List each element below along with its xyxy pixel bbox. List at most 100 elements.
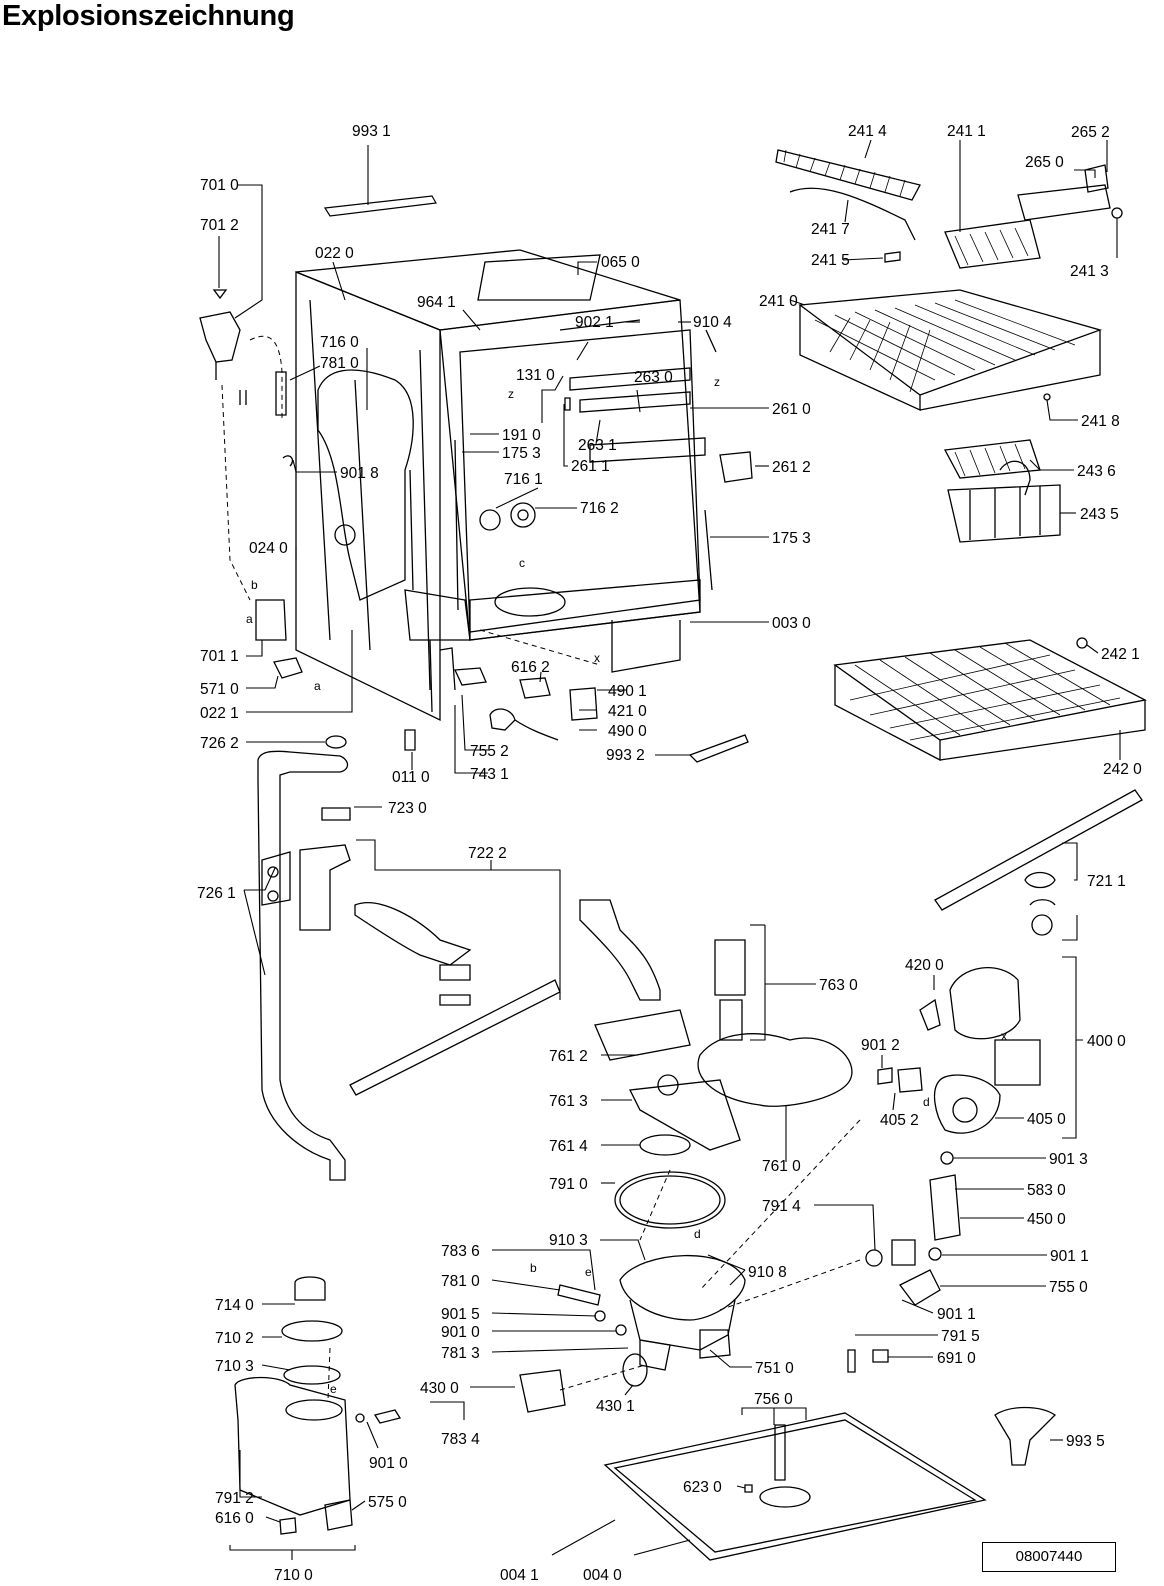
part-label: 993 1 xyxy=(352,123,391,140)
part-label: 721 1 xyxy=(1087,873,1126,890)
part-label: 241 5 xyxy=(811,252,850,269)
part-label: 901 1 xyxy=(1050,1248,1089,1265)
part-label: 701 2 xyxy=(200,217,239,234)
part-label: 726 2 xyxy=(200,735,239,752)
part-label: 761 2 xyxy=(549,1048,588,1065)
part-labels: 993 1 701 0 701 2 022 0 065 0 964 1 902 … xyxy=(197,123,1142,1584)
top-plate-drawing xyxy=(323,195,437,217)
part-label: 450 0 xyxy=(1027,1211,1066,1228)
circulation-pump-drawing xyxy=(865,967,1041,1306)
part-label: 901 0 xyxy=(441,1324,480,1341)
upper-basket-drawing xyxy=(775,149,1123,412)
part-label: 791 2 xyxy=(215,1490,254,1507)
part-label: 242 1 xyxy=(1101,646,1140,663)
part-label: 261 0 xyxy=(772,401,811,418)
connection-markers: z z x c a a b b d d e e x xyxy=(246,375,1007,1396)
part-label: 583 0 xyxy=(1027,1182,1066,1199)
part-label: 714 0 xyxy=(215,1297,254,1314)
part-label: 751 0 xyxy=(755,1360,794,1377)
part-label: 420 0 xyxy=(905,957,944,974)
part-label: 490 1 xyxy=(608,683,647,700)
leader-lines xyxy=(218,139,1121,1560)
part-label: 901 8 xyxy=(340,465,379,482)
part-label: 783 4 xyxy=(441,1431,480,1448)
marker-label: c xyxy=(519,556,525,570)
part-label: 710 2 xyxy=(215,1330,254,1347)
part-label: 263 0 xyxy=(634,369,673,386)
part-label: 022 0 xyxy=(315,245,354,262)
part-label: 265 2 xyxy=(1071,124,1110,141)
part-label: 993 5 xyxy=(1066,1433,1105,1450)
part-label: 616 0 xyxy=(215,1510,254,1527)
part-label: 993 2 xyxy=(606,747,645,764)
part-label: 910 8 xyxy=(748,1264,787,1281)
filter-drawing xyxy=(579,899,853,1229)
marker-label: a xyxy=(246,612,253,626)
part-label: 400 0 xyxy=(1087,1033,1126,1050)
tub-drawing xyxy=(295,249,753,722)
part-label: 701 1 xyxy=(200,648,239,665)
part-label: 726 1 xyxy=(197,885,236,902)
part-label: 242 0 xyxy=(1103,761,1142,778)
marker-label: a xyxy=(314,679,321,693)
part-label: 781 0 xyxy=(320,355,359,372)
part-label: 405 2 xyxy=(880,1112,919,1129)
part-label: 241 8 xyxy=(1081,413,1120,430)
cutlery-basket-drawing xyxy=(943,439,1061,543)
part-label: 964 1 xyxy=(417,294,456,311)
part-label: 265 0 xyxy=(1025,154,1064,171)
part-label: 701 0 xyxy=(200,177,239,194)
part-label: 791 0 xyxy=(549,1176,588,1193)
part-label: 261 1 xyxy=(571,458,610,475)
part-label: 902 1 xyxy=(575,314,614,331)
part-label: 901 1 xyxy=(937,1306,976,1323)
part-label: 243 5 xyxy=(1080,506,1119,523)
left-inlet-drawing xyxy=(199,289,303,679)
part-label: 901 2 xyxy=(861,1037,900,1054)
part-label: 623 0 xyxy=(683,1479,722,1496)
marker-label: d xyxy=(694,1227,701,1241)
part-label: 710 0 xyxy=(274,1567,313,1584)
part-label: 024 0 xyxy=(249,540,288,557)
part-label: 761 4 xyxy=(549,1138,588,1155)
page-title: Explosionszeichnung xyxy=(2,0,295,32)
part-label: 421 0 xyxy=(608,703,647,720)
part-label: 011 0 xyxy=(392,769,430,786)
lower-spray-arm-drawing xyxy=(934,789,1143,936)
part-label: 716 0 xyxy=(320,334,359,351)
part-label: 756 0 xyxy=(754,1391,793,1408)
part-label: 901 0 xyxy=(369,1455,408,1472)
part-label: 430 1 xyxy=(596,1398,635,1415)
marker-label: e xyxy=(585,1265,592,1279)
part-label: 723 0 xyxy=(388,800,427,817)
part-label: 241 4 xyxy=(848,123,887,140)
part-label: 263 1 xyxy=(578,437,617,454)
part-label: 241 3 xyxy=(1070,263,1109,280)
part-label: 791 4 xyxy=(762,1198,801,1215)
part-label: 575 0 xyxy=(368,1494,407,1511)
part-label: 175 3 xyxy=(772,530,811,547)
marker-label: x xyxy=(594,651,600,665)
base-plate-drawing xyxy=(603,1406,1057,1561)
part-label: 710 3 xyxy=(215,1358,254,1375)
marker-label: b xyxy=(530,1261,537,1275)
part-label: 490 0 xyxy=(608,723,647,740)
marker-label: b xyxy=(251,578,258,592)
sump-drawing xyxy=(519,1254,889,1413)
part-label: 763 0 xyxy=(819,977,858,994)
part-label: 022 1 xyxy=(200,705,239,722)
part-label: 261 2 xyxy=(772,459,811,476)
part-label: 910 3 xyxy=(549,1232,588,1249)
upper-spray-arm-drawing xyxy=(299,844,561,1096)
part-label: 901 3 xyxy=(1049,1151,1088,1168)
part-label: 405 0 xyxy=(1027,1111,1066,1128)
part-label: 004 1 xyxy=(500,1567,539,1584)
part-label: 716 1 xyxy=(504,471,543,488)
part-label: 004 0 xyxy=(583,1567,622,1584)
part-label: 241 7 xyxy=(811,221,850,238)
lower-basket-drawing xyxy=(833,637,1147,762)
part-label: 910 4 xyxy=(693,314,732,331)
part-label: 003 0 xyxy=(772,615,811,632)
marker-label: x xyxy=(1001,1029,1007,1043)
part-label: 901 5 xyxy=(441,1306,480,1323)
